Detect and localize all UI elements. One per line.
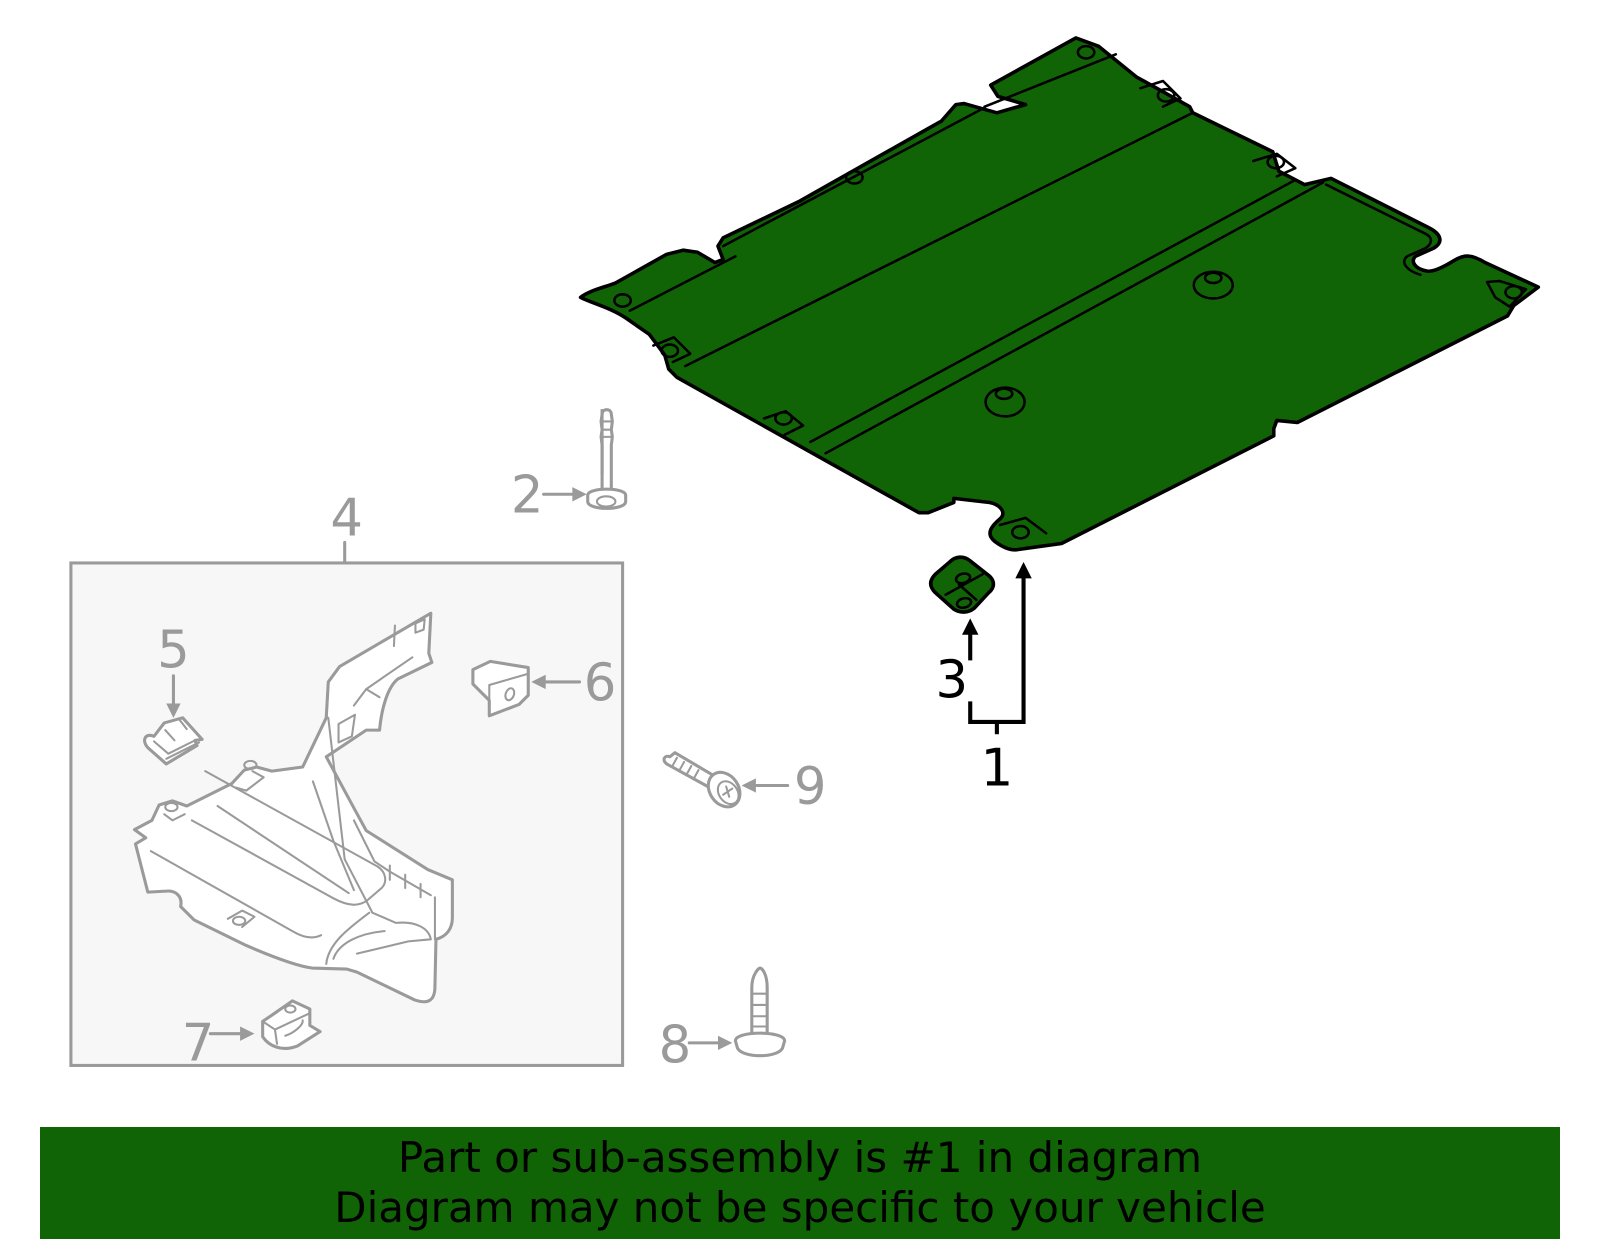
u-nut-part-7[interactable] bbox=[261, 999, 322, 1050]
screw-part-9[interactable] bbox=[662, 751, 746, 813]
callout-6-arrowhead bbox=[531, 674, 546, 690]
callout-2-arrowhead bbox=[572, 487, 587, 502]
callout-label-3: 3 bbox=[935, 650, 968, 710]
callout-label-4: 4 bbox=[330, 488, 363, 548]
fender-liner-part-4[interactable] bbox=[132, 611, 454, 1004]
callout-label-6: 6 bbox=[584, 653, 617, 713]
callout-8-arrowhead bbox=[717, 1035, 733, 1051]
callout-label-9: 9 bbox=[794, 757, 827, 817]
callout-label-1: 1 bbox=[981, 738, 1014, 798]
splash-shield-part-1[interactable] bbox=[578, 36, 1541, 552]
callout-1-3-leaders bbox=[962, 561, 1032, 735]
banner-line-2: Diagram may not be specific to your vehi… bbox=[334, 1183, 1266, 1232]
banner-line-1: Part or sub-assembly is #1 in diagram bbox=[397, 1133, 1203, 1182]
screw-part-8[interactable] bbox=[733, 966, 787, 1058]
clip-nut-part-5[interactable] bbox=[143, 716, 204, 766]
callout-label-2: 2 bbox=[511, 466, 544, 526]
bracket-part-3[interactable] bbox=[928, 555, 996, 614]
callout-7-arrowhead bbox=[240, 1026, 255, 1041]
u-nut-part-6[interactable] bbox=[471, 659, 530, 718]
callout-5-arrowhead bbox=[166, 703, 181, 718]
info-banner: Part or sub-assembly is #1 in diagram Di… bbox=[40, 1127, 1560, 1239]
bolt-part-2[interactable] bbox=[586, 408, 628, 510]
callout-label-8: 8 bbox=[659, 1015, 692, 1075]
callout-label-7: 7 bbox=[182, 1013, 215, 1073]
callout-9-arrowhead bbox=[741, 778, 756, 793]
callout-label-5: 5 bbox=[157, 621, 190, 681]
